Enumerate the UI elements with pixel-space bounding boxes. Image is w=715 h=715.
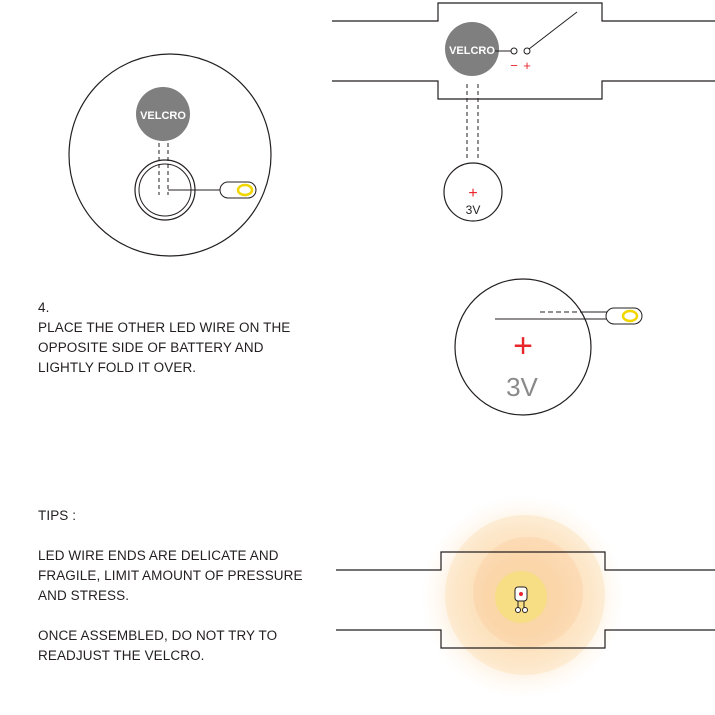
step4-number: 4. <box>38 300 50 315</box>
step4-battery-assembly: + 3V <box>454 278 643 416</box>
tips-p1-line-2: FRAGILE, LIMIT AMOUNT OF PRESSURE <box>38 568 303 583</box>
tips-section: TIPS : LED WIRE ENDS ARE DELICATE AND FR… <box>38 506 303 666</box>
assembled-led-dot <box>519 592 523 596</box>
assembled-led-foot-left <box>515 607 521 613</box>
switch-lever <box>528 11 578 50</box>
minus-sign: − <box>510 58 518 73</box>
tips-p1-line-1: LED WIRE ENDS ARE DELICATE AND <box>38 548 279 563</box>
band-outline-bottom <box>332 80 715 100</box>
tips-p2-line-2: READJUST THE VELCRO. <box>38 648 205 663</box>
assembled-band-bottom <box>336 629 715 649</box>
tips-p2-line-1: ONCE ASSEMBLED, DO NOT TRY TO <box>38 628 278 643</box>
band-outline-top <box>332 2 715 22</box>
velcro-dot <box>136 87 190 141</box>
small-battery-plus: + <box>468 185 477 202</box>
led-light <box>236 183 254 197</box>
top-left-assembly: VELCRO <box>68 53 272 257</box>
small-battery-voltage: 3V <box>466 203 481 217</box>
top-right-band-assembly: VELCRO − + + 3V <box>332 2 715 222</box>
step4-line-2: OPPOSITE SIDE OF BATTERY AND <box>38 340 264 355</box>
switch-terminal-right <box>523 47 531 55</box>
step4-voltage: 3V <box>506 372 538 402</box>
step4-line-1: PLACE THE OTHER LED WIRE ON THE <box>38 320 291 335</box>
step4-battery <box>454 278 592 416</box>
assembled-glow <box>336 495 715 699</box>
step4-led-light <box>621 309 639 323</box>
assembled-led-foot-right <box>522 607 528 613</box>
tips-heading: TIPS : <box>38 508 77 523</box>
step4-plus-sign: + <box>513 327 533 365</box>
switch-terminal-left <box>510 47 518 55</box>
plus-sign: + <box>523 58 531 73</box>
band-velcro-label: VELCRO <box>449 45 495 57</box>
tips-p1-line-3: AND STRESS. <box>38 588 130 603</box>
outer-circle <box>68 53 272 257</box>
step4-instructions: 4. PLACE THE OTHER LED WIRE ON THE OPPOS… <box>38 298 290 378</box>
band-velcro-dot <box>445 22 499 76</box>
assembled-band-top <box>336 551 715 571</box>
small-battery <box>443 162 503 222</box>
velcro-label: VELCRO <box>140 110 186 122</box>
step4-line-3: LIGHTLY FOLD IT OVER. <box>38 360 197 375</box>
